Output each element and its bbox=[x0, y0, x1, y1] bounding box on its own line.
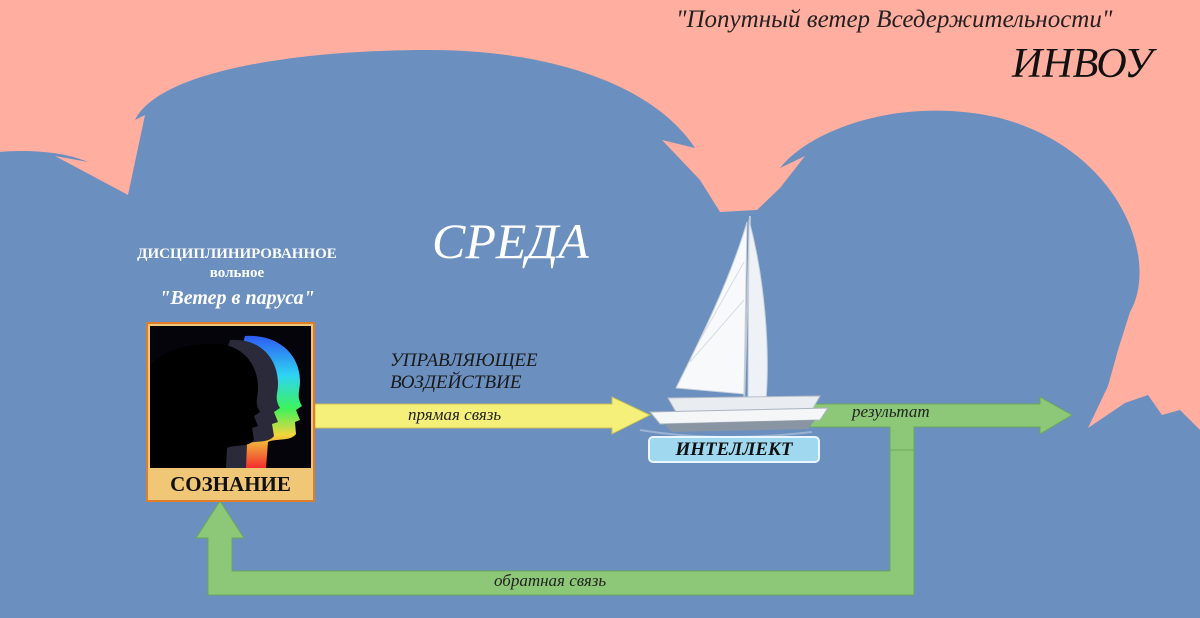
result-label: результат bbox=[852, 402, 930, 421]
discipline-line-1: ДИСЦИПЛИНИРОВАННОЕ bbox=[137, 246, 337, 262]
discipline-line-2: вольное bbox=[209, 265, 265, 281]
environment-label: СРЕДА bbox=[432, 213, 589, 269]
result-arrow bbox=[807, 396, 1073, 451]
feedback-arrow bbox=[195, 449, 915, 596]
organization-name: ИНВОУ bbox=[1012, 41, 1153, 87]
control-line-2: ВОЗДЕЙСТВИЕ bbox=[390, 372, 522, 393]
catamaran-icon bbox=[648, 215, 829, 432]
feedback-label: обратная связь bbox=[494, 571, 607, 590]
intellect-label: ИНТЕЛЛЕКТ bbox=[675, 439, 793, 460]
direct-link-arrow bbox=[314, 396, 652, 435]
direct-link-label: прямая связь bbox=[408, 405, 502, 424]
consciousness-node: СОЗНАНИЕ bbox=[146, 322, 315, 502]
header-quote: "Попутный ветер Вседержительности" bbox=[676, 6, 1113, 33]
wind-region bbox=[0, 0, 1200, 430]
intellect-node: ИНТЕЛЛЕКТ bbox=[648, 436, 820, 463]
consciousness-label: СОЗНАНИЕ bbox=[170, 472, 291, 496]
control-line-1: УПРАВЛЯЮЩЕЕ bbox=[390, 350, 538, 371]
discipline-line-3: "Ветер в паруса" bbox=[159, 287, 315, 309]
human-profiles-icon bbox=[150, 326, 311, 468]
